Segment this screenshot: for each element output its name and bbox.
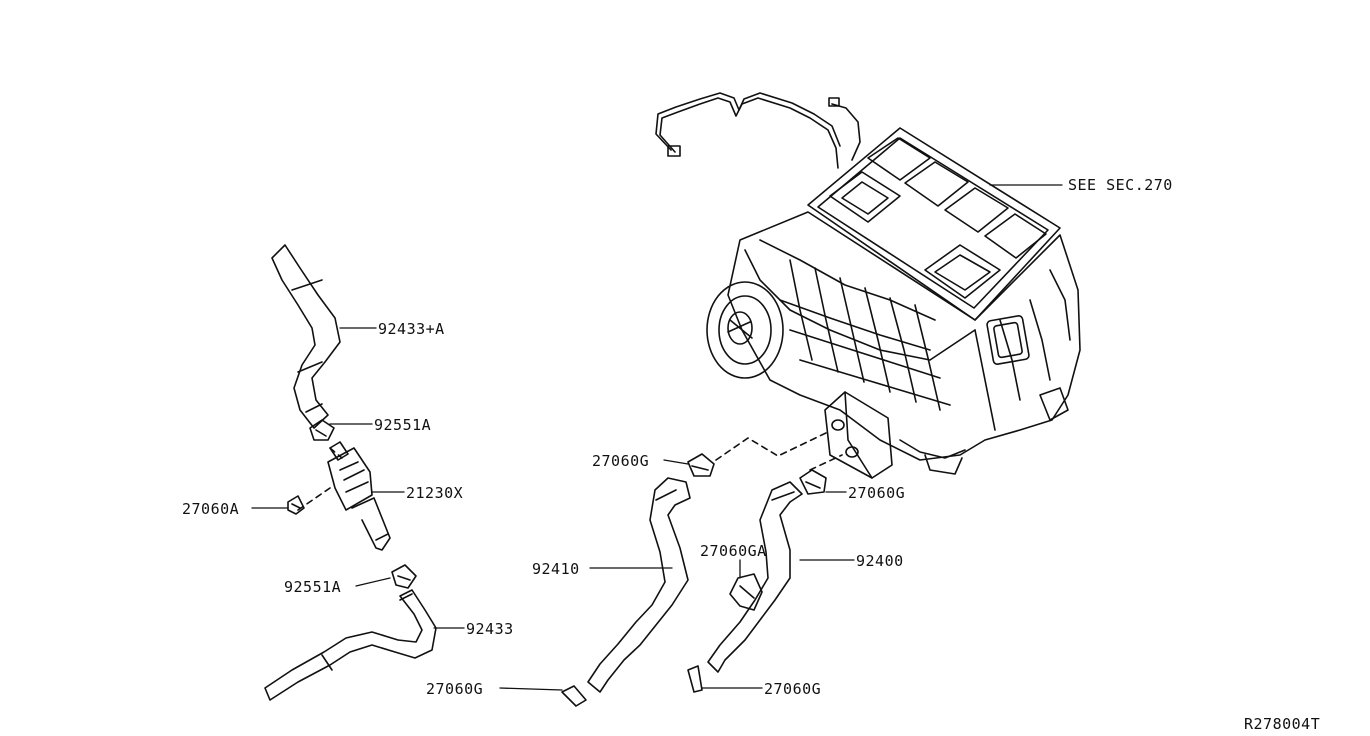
clamp-27060ga: [729, 573, 763, 611]
wire-harness-inner: [655, 92, 841, 151]
wire-connector-2: [667, 145, 681, 157]
clip-27060a: [287, 495, 305, 515]
clamp-27060g-right-bottom: [687, 665, 703, 693]
hose-92400: [707, 481, 803, 673]
callout-92551a-lower: 92551A: [284, 578, 341, 596]
reference-code: R278004T: [1244, 715, 1320, 733]
heater-core-plate: [824, 391, 893, 479]
heater-unit: [655, 92, 1081, 479]
clamp-27060g-right-top: [799, 469, 827, 495]
duct-frame: [807, 127, 1061, 321]
hose-92433-lower: [264, 589, 437, 701]
blower-motor: [706, 281, 784, 379]
clamp-92551a-upper: [309, 419, 335, 441]
callout-27060a: 27060A: [182, 500, 239, 518]
wire-connector-1: [828, 97, 840, 107]
callout-27060ga: 27060GA: [700, 542, 767, 560]
callout-27060g-left-top: 27060G: [592, 452, 649, 470]
clamp-92551a-lower: [391, 564, 417, 589]
callout-92433-a: 92433+A: [378, 320, 445, 338]
wire-branch: [831, 103, 861, 161]
unit-body: [727, 211, 1081, 461]
clamp-27060g-left-top: [687, 453, 715, 477]
leader-lines: [251, 184, 1063, 691]
callout-92410: 92410: [532, 560, 580, 578]
clamp-27060g-left-bottom: [561, 685, 587, 707]
callout-27060g-right-bottom: 27060G: [764, 680, 821, 698]
callout-see-sec: SEE SEC.270: [1068, 176, 1173, 194]
callout-21230x: 21230X: [406, 484, 463, 502]
callout-27060g-left-bottom: 27060G: [426, 680, 483, 698]
callout-92433: 92433: [466, 620, 514, 638]
connection-lines: [297, 431, 843, 511]
callout-92551a-upper: 92551A: [374, 416, 431, 434]
valve-21230x: [327, 441, 391, 551]
hose-92410: [587, 477, 691, 693]
callout-92400: 92400: [856, 552, 904, 570]
callout-27060g-right-top: 27060G: [848, 484, 905, 502]
wire-harness: [659, 97, 839, 169]
hose-92433-upper: [271, 244, 341, 429]
